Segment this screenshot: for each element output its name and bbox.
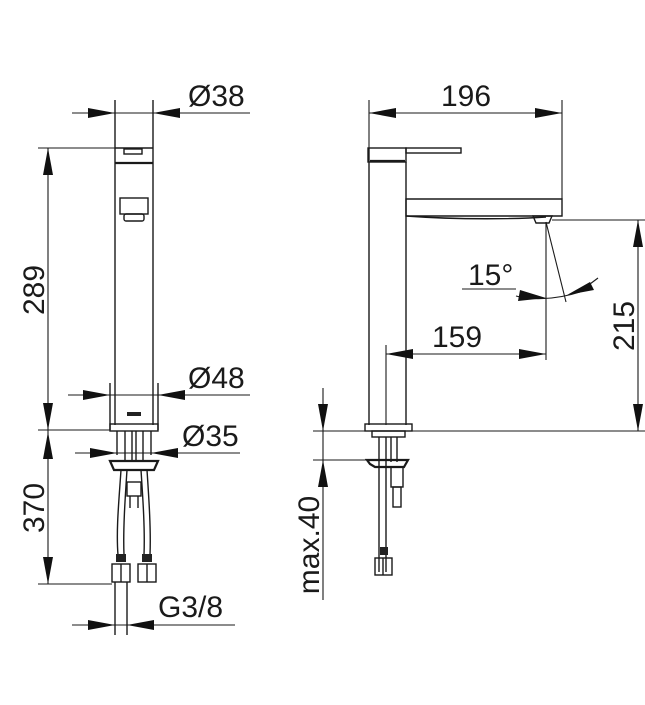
dim-body-height: 289 (18, 147, 115, 431)
label-spout-height: 215 (608, 301, 641, 351)
dim-max-counter-thickness: max.40 (293, 388, 367, 600)
label-spout-diameter: Ø38 (188, 80, 245, 113)
faucet-body-side (364, 147, 563, 576)
dim-spout-height: 215 (412, 219, 645, 432)
dim-base-diameter: Ø48 (68, 362, 250, 400)
dim-overall-depth: 196 (368, 80, 563, 199)
front-view: Ø38 289 Ø48 Ø35 (18, 80, 250, 635)
faucet-body-front (108, 100, 160, 635)
label-connection-thread: G3/8 (158, 591, 223, 624)
side-view: 196 15° 159 215 (293, 80, 645, 600)
label-spout-reach: 159 (432, 321, 482, 354)
dim-shank-diameter: Ø35 (75, 420, 240, 458)
label-spout-angle: 15° (468, 259, 513, 292)
label-hose-length: 370 (18, 483, 51, 533)
label-base-diameter: Ø48 (188, 362, 245, 395)
dim-spout-reach: 159 (385, 321, 546, 425)
label-overall-depth: 196 (441, 80, 491, 113)
dim-spout-diameter: Ø38 (72, 80, 250, 118)
dim-spout-angle: 15° (462, 221, 599, 360)
label-shank-diameter: Ø35 (182, 420, 239, 453)
dim-hose-length: 370 (18, 430, 112, 585)
label-body-height: 289 (18, 265, 51, 315)
label-max-counter-thickness: max.40 (293, 496, 326, 594)
dim-connection-thread: G3/8 (72, 591, 235, 630)
